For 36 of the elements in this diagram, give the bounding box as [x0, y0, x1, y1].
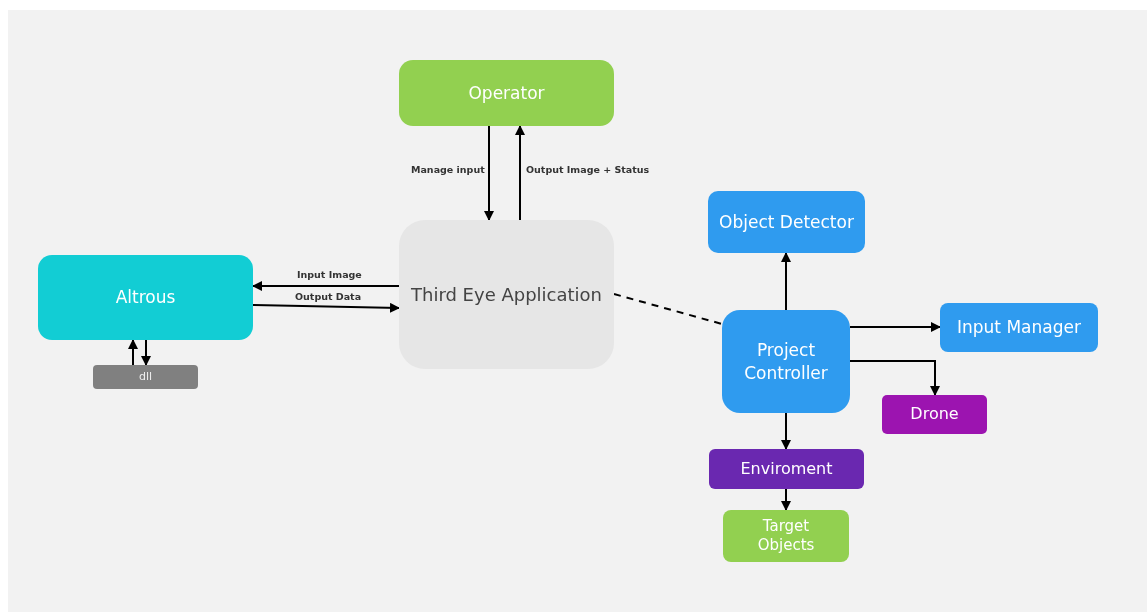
dashed-connector: [613, 293, 723, 325]
edge-label: Output Image + Status: [525, 164, 651, 175]
node-label: Enviroment: [740, 458, 833, 480]
edge-label: Input Image: [296, 269, 363, 280]
node-label: Target Objects: [756, 516, 816, 556]
edge-label: Output Data: [294, 291, 363, 302]
node-label: Project Controller: [743, 339, 829, 384]
actor-box: [399, 60, 614, 126]
environment-box: [709, 449, 864, 489]
node-label: Altrous: [115, 286, 176, 309]
controller-box: [722, 310, 850, 413]
arrow: [781, 488, 791, 511]
arrow: [515, 125, 525, 221]
module-box: [38, 255, 253, 340]
arrow: [141, 339, 151, 366]
node-label: Third Eye Application: [411, 282, 602, 307]
node-label: Operator: [468, 81, 545, 105]
node-label: Object Detector: [719, 210, 854, 234]
node-label: Input Manager: [957, 316, 1081, 339]
arrow: [484, 125, 494, 221]
arrow: [252, 281, 400, 291]
application-box: [399, 220, 614, 369]
node-label: Drone: [910, 404, 959, 425]
component-box: [940, 303, 1098, 352]
arrow: [849, 360, 940, 396]
arrow: [128, 339, 138, 366]
edge-label: Manage input: [410, 164, 486, 175]
device-box: [882, 395, 987, 434]
arrow: [781, 412, 791, 450]
arrow: [849, 322, 941, 332]
library-box: [93, 365, 198, 389]
arrow: [252, 302, 400, 313]
target-box: [723, 510, 849, 562]
component-box: [708, 191, 865, 253]
arrow: [781, 252, 791, 311]
node-label: dll: [138, 369, 153, 385]
